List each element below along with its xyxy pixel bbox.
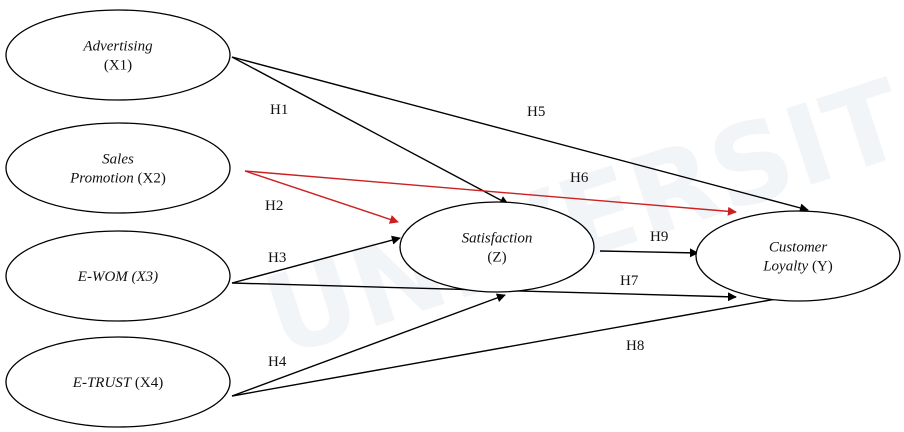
node-z-label-line-0: Satisfaction <box>462 231 533 247</box>
node-z-text-segment: (Z) <box>487 250 506 266</box>
node-x3: E-WOM (X3) <box>5 230 231 322</box>
node-x3-label-line-0: E-WOM (X3) <box>77 269 158 285</box>
node-y-label-line-1: Loyalty (Y) <box>762 259 833 275</box>
node-x2-text-segment: Sales <box>102 152 134 168</box>
edge-h6-x2-to-y-arrow <box>244 170 737 216</box>
watermark: UNIVERSITAS <box>250 7 904 382</box>
edge-h5-x1-to-y-arrow <box>231 56 809 213</box>
node-x1-ellipse <box>5 9 231 101</box>
node-x4-label-line-0: E-TRUST (X4) <box>72 375 163 391</box>
edge-label-h5: H5 <box>527 104 545 120</box>
node-z-ellipse <box>399 201 595 293</box>
node-x1-label-line-1: (X1) <box>104 58 132 74</box>
node-y-ellipse <box>695 210 901 302</box>
edge-label-h7: H7 <box>620 273 639 289</box>
node-x1-label-line-0: Advertising <box>82 39 153 55</box>
node-x3-ellipse <box>5 230 231 322</box>
node-x2-label-line-1: Promotion (X2) <box>69 171 166 187</box>
node-y-text-segment: (Y) <box>808 259 833 275</box>
node-x4-text-segment: (X4) <box>131 375 163 391</box>
edge-h1-x1-to-z-arrow <box>231 56 509 205</box>
node-z-label-line-1: (Z) <box>487 250 506 266</box>
node-x1-text-segment: (X1) <box>104 58 132 74</box>
node-x2-text-segment: (X2) <box>134 171 166 187</box>
node-x2-text-segment: Promotion <box>69 171 134 187</box>
node-y-label-line-0: Customer <box>769 240 828 256</box>
edge-h2-x2-to-z-arrow <box>244 170 399 224</box>
node-x4-text-segment: E-TRUST <box>72 375 133 391</box>
node-x2-ellipse <box>5 122 231 214</box>
edge-h4-x4-to-z-arrow <box>231 293 506 397</box>
edge-label-h9: H9 <box>650 229 668 245</box>
node-x4: E-TRUST (X4) <box>5 336 231 428</box>
node-z-text-segment: Satisfaction <box>462 231 533 247</box>
edge-label-h8: H8 <box>626 338 644 354</box>
edge-h9-z-to-y-arrow <box>599 248 699 258</box>
node-x1: Advertising (X1) <box>5 9 231 101</box>
edge-label-h6: H6 <box>570 170 589 186</box>
node-x1-text-segment: Advertising <box>82 39 153 55</box>
node-y-text-segment: Loyalty <box>762 259 808 275</box>
edge-h8-x4-to-y-arrow <box>231 290 805 397</box>
edge-label-h3: H3 <box>268 250 286 266</box>
node-x4-ellipse <box>5 336 231 428</box>
edge-h3-x3-to-z-arrow <box>231 235 401 284</box>
edge-label-h4: H4 <box>268 354 287 370</box>
node-x2-label-line-0: Sales <box>102 152 134 168</box>
node-x3-text-segment: E-WOM (X3) <box>77 269 158 285</box>
edge-label-h1: H1 <box>270 102 288 118</box>
edge-label-h2: H2 <box>265 198 283 214</box>
node-z: Satisfaction (Z) <box>399 201 595 293</box>
svg-text:UNIVERSITAS: UNIVERSITAS <box>250 7 904 382</box>
node-y-text-segment: Customer <box>769 240 828 256</box>
